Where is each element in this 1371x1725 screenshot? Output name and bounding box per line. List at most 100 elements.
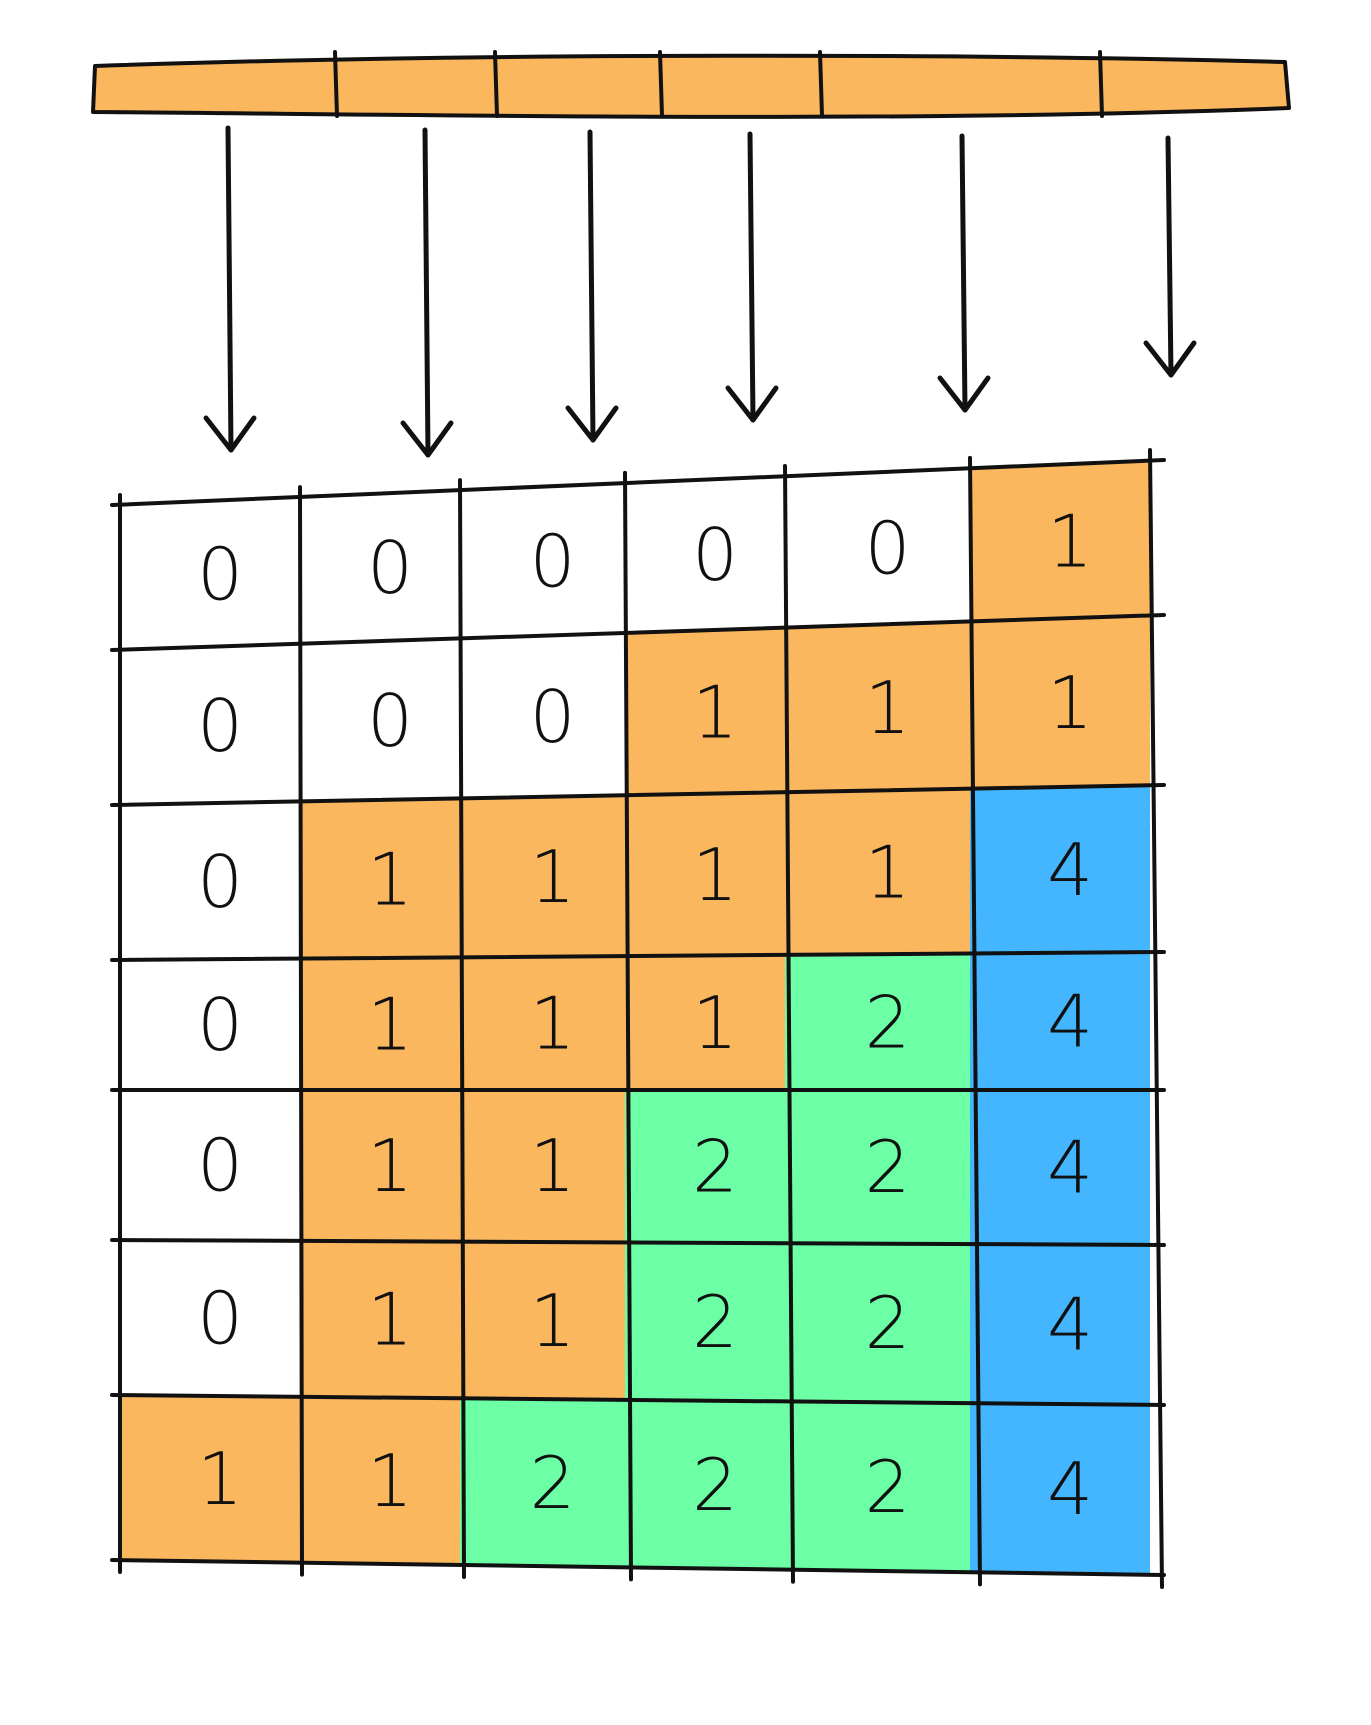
top-bar-divider — [333, 50, 339, 118]
grid-col-line — [1148, 448, 1164, 1589]
grid-cell — [970, 1244, 1150, 1405]
arrows — [203, 125, 1197, 458]
grid-cell — [300, 957, 460, 1090]
cell-value: 4 — [1047, 980, 1093, 1064]
cell-value: 0 — [530, 519, 576, 603]
grid-cell — [970, 785, 1150, 954]
grid-cell — [785, 1090, 970, 1245]
grid-col-line — [783, 463, 795, 1584]
grid-row-line — [110, 783, 1166, 807]
grid-cell — [785, 788, 970, 955]
top-bar — [91, 50, 1291, 119]
grid-cell — [300, 1090, 460, 1242]
cell-value: 0 — [367, 679, 413, 763]
grid-cell — [120, 1395, 300, 1563]
grid-cell — [460, 632, 625, 799]
cell-value: 0 — [197, 983, 243, 1067]
cell-value: 1 — [367, 1278, 413, 1362]
grid-cell — [970, 460, 1150, 622]
grid-cell — [460, 1090, 625, 1243]
arrow-head — [1143, 340, 1197, 378]
cell-value: 4 — [1047, 828, 1093, 912]
cell-value: 1 — [865, 831, 911, 915]
grid-row-line — [110, 613, 1166, 652]
arrow-shaft — [587, 129, 596, 443]
cell-value: 2 — [865, 1281, 911, 1365]
grid-cell — [300, 1240, 460, 1399]
arrow-head — [203, 415, 257, 453]
cell-value: 2 — [865, 980, 911, 1064]
grid-cell — [625, 954, 785, 1090]
grid-cell — [120, 497, 300, 650]
grid-cell — [625, 1399, 785, 1570]
grid-cells — [120, 460, 1150, 1575]
arrow-shaft — [959, 133, 968, 413]
cell-value: 0 — [367, 526, 413, 610]
grid-cell — [785, 1401, 970, 1573]
arrow-head — [937, 375, 991, 413]
cell-value: 1 — [367, 837, 413, 921]
grid-cell — [785, 467, 970, 628]
arrow-shaft — [1165, 135, 1174, 378]
grid-cell — [625, 1242, 785, 1402]
grid-cell — [625, 627, 785, 796]
grid-cell — [970, 1403, 1150, 1575]
arrow-shaft — [225, 125, 234, 453]
top-bar-divider — [493, 50, 499, 118]
cell-value: 1 — [865, 666, 911, 750]
cell-value: 4 — [1047, 1126, 1093, 1210]
cell-value: 0 — [197, 532, 243, 616]
grid-row-line — [110, 1393, 1166, 1407]
cell-value: 1 — [1047, 499, 1093, 583]
cell-value: 1 — [530, 1279, 576, 1363]
grid-cell — [970, 952, 1150, 1090]
cell-value: 2 — [865, 1125, 911, 1209]
top-bar-divider — [1098, 50, 1104, 118]
arrow-shaft — [422, 127, 431, 458]
top-bar-outline — [91, 53, 1291, 119]
cell-value: 1 — [692, 833, 738, 917]
grid-cell — [625, 475, 785, 633]
cell-value: 2 — [692, 1125, 738, 1209]
cell-value: 1 — [692, 981, 738, 1065]
cell-value: 2 — [530, 1441, 576, 1525]
grid-cell — [120, 801, 300, 960]
cell-value: 1 — [367, 982, 413, 1066]
grid-cell — [785, 621, 970, 793]
grid-row-line — [110, 1558, 1166, 1577]
grid-row-line — [110, 458, 1166, 507]
arrow-head — [565, 405, 619, 443]
grid-cell — [120, 958, 300, 1090]
cell-value: 0 — [197, 1123, 243, 1207]
grid-cell — [300, 638, 460, 802]
arrow-head — [400, 420, 454, 458]
grid-cell — [970, 615, 1150, 789]
grid-cell — [785, 1243, 970, 1404]
grid-cell — [300, 490, 460, 644]
cell-value: 1 — [530, 835, 576, 919]
grid-cell — [970, 1090, 1150, 1245]
cell-value: 0 — [530, 675, 576, 759]
grid-cell — [300, 1396, 460, 1565]
cell-value: 1 — [530, 1124, 576, 1208]
cell-value: 0 — [197, 1276, 243, 1360]
cell-value: 1 — [197, 1437, 243, 1521]
grid-cell — [460, 956, 625, 1090]
grid-cell — [785, 953, 970, 1090]
arrow-head — [725, 385, 779, 423]
cell-value: 1 — [692, 670, 738, 754]
grid-col-line — [458, 478, 466, 1579]
grid-cell — [120, 643, 300, 805]
cell-value: 2 — [865, 1445, 911, 1529]
cell-value: 2 — [692, 1443, 738, 1527]
cell-value: 0 — [197, 840, 243, 924]
cell-value: 0 — [692, 513, 738, 597]
cell-value: 1 — [367, 1124, 413, 1208]
cell-value: 0 — [865, 507, 911, 591]
cell-value: 0 — [197, 684, 243, 768]
cell-value: 1 — [367, 1439, 413, 1523]
cell-value: 4 — [1047, 1447, 1093, 1531]
grid-lines — [110, 448, 1166, 1589]
